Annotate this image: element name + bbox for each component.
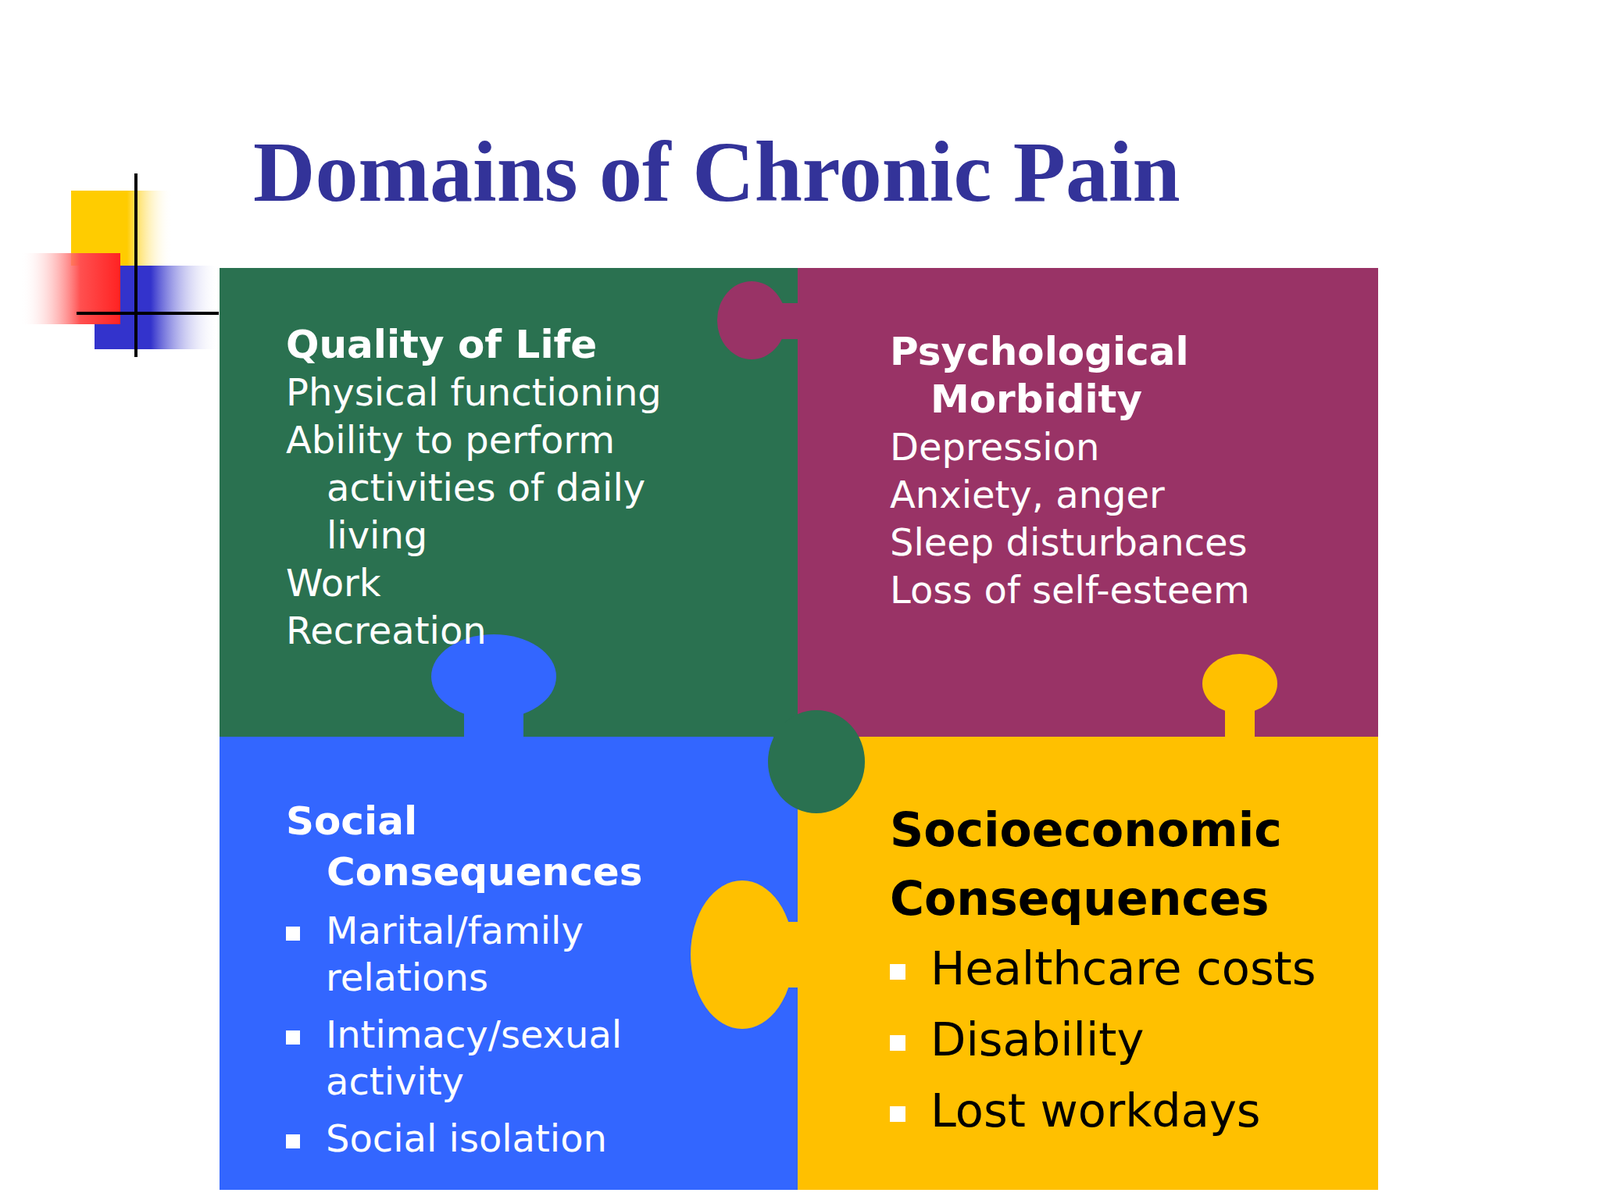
green-tab (767, 710, 865, 814)
bullet-square (889, 1106, 906, 1122)
horizontal-line (76, 311, 219, 315)
bullet-square (889, 1035, 906, 1051)
text-column: Quality of LifePhysical functioningAbili… (285, 321, 693, 655)
list-item: Loss of self-esteem (889, 566, 1328, 615)
bullet-square (889, 964, 906, 980)
item-text: Healthcare costs (930, 932, 1359, 1004)
item-text: Lost workdays (930, 1075, 1359, 1147)
list-item: Intimacy/sexual activity (285, 1010, 661, 1105)
list-item: Depression (889, 423, 1328, 472)
list-item: Ability to perform activities of daily l… (285, 416, 693, 560)
piece-heading: Social Consequences (285, 796, 661, 898)
bullet-square (285, 926, 300, 941)
text-column: Psychological MorbidityDepressionAnxiety… (889, 328, 1328, 615)
puzzle-piece: Socioeconomic ConsequencesHealthcare cos… (797, 736, 1379, 1190)
item-text: Loss of self-esteem (889, 566, 1328, 615)
list-item: Recreation (285, 607, 693, 655)
piece-heading: Quality of Life (285, 321, 693, 369)
item-text: Work (285, 559, 693, 608)
item-text: Disability (930, 1003, 1359, 1075)
vertical-line (134, 173, 138, 358)
list-item: Lost workdays (889, 1075, 1359, 1147)
item-text: Social isolation (325, 1114, 661, 1162)
list-item: Anxiety, anger (889, 471, 1328, 519)
list-item: Marital/family relations (285, 907, 661, 1001)
list-item: Disability (889, 1003, 1359, 1075)
item-text: Marital/family relations (325, 907, 661, 1001)
list-item: Healthcare costs (889, 932, 1359, 1004)
puzzle-piece: Psychological MorbidityDepressionAnxiety… (797, 267, 1379, 737)
item-text: Recreation (285, 607, 693, 655)
item-text: Anxiety, anger (889, 471, 1328, 519)
piece-heading: Psychological Morbidity (889, 328, 1328, 424)
list-item: Physical functioning (285, 368, 693, 417)
item-text: Ability to perform activities of daily l… (285, 416, 693, 560)
text-column: Social ConsequencesMarital/family relati… (285, 796, 661, 1162)
text-column: Socioeconomic ConsequencesHealthcare cos… (889, 795, 1359, 1147)
bullet-square (285, 1030, 300, 1045)
list-item: Sleep disturbances (889, 518, 1328, 567)
item-text: Depression (889, 423, 1328, 472)
item-text: Intimacy/sexual activity (325, 1010, 661, 1105)
bullet-square (285, 1134, 300, 1149)
slide-title: Domains of Chronic Pain (253, 125, 1181, 219)
list-item: Social isolation (285, 1114, 661, 1162)
list-item: Work (285, 559, 693, 608)
piece-heading: Socioeconomic Consequences (889, 795, 1359, 933)
item-text: Sleep disturbances (889, 518, 1328, 567)
item-text: Physical functioning (285, 368, 693, 417)
